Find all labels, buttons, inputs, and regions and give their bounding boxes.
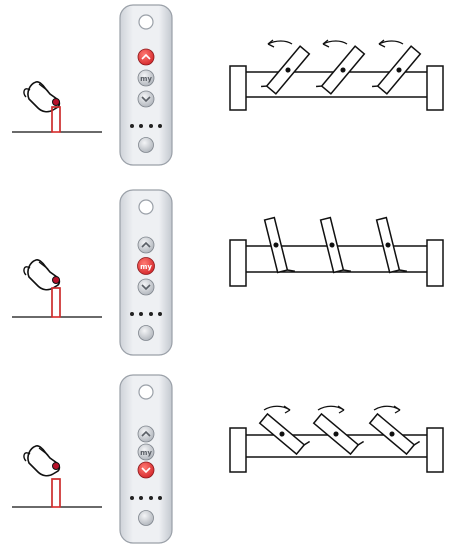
select-button[interactable] [138,510,154,526]
slat [319,216,352,274]
my-label: my [140,75,152,83]
right-post [426,65,444,111]
left-post [229,65,247,111]
fingertip [52,276,60,284]
chevron-up-icon [141,430,151,437]
slat [371,45,422,95]
chevron-up-icon [141,241,151,248]
step-1: my [12,4,444,166]
pointing-hand-icon [23,445,61,477]
lanyard-hole [138,384,154,400]
slat [260,45,311,95]
chevron-down-icon [141,284,151,291]
blind-2 [229,216,444,287]
hand-press-2 [12,259,102,318]
my-button[interactable]: my [137,69,155,87]
step-3: my [12,374,444,544]
slat [315,45,366,95]
left-post [229,239,247,287]
pointing-hand-icon [23,259,61,291]
my-button[interactable]: my [137,257,155,275]
my-label: my [140,449,152,457]
remote-2: my [119,189,173,356]
up-button[interactable] [137,48,155,66]
slat [368,412,421,456]
chevron-down-icon [141,96,151,103]
right-post [426,427,444,473]
curved-arrow-icon [263,405,401,414]
down-button[interactable] [137,461,155,479]
slat [258,412,311,456]
fingertip [52,98,60,106]
up-button[interactable] [137,236,155,254]
my-button[interactable]: my [137,443,155,461]
right-post [426,239,444,287]
select-button[interactable] [138,325,154,341]
slat [312,412,365,456]
channel-dots [130,312,162,316]
down-button[interactable] [137,90,155,108]
select-button[interactable] [138,137,154,153]
slat [375,216,408,274]
step-2: my [12,189,444,356]
chevron-up-icon [141,53,151,60]
left-post [229,427,247,473]
remote-1: my [119,4,173,166]
channel-dots [130,496,162,500]
fingertip [52,462,60,470]
my-label: my [140,263,152,271]
signal-pulse [12,287,102,318]
up-button[interactable] [137,425,155,443]
curved-arrow-icon [267,39,404,48]
lanyard-hole [138,14,154,30]
hand-press-1 [12,81,102,133]
signal-pulse [12,478,102,508]
hand-press-3 [12,445,102,508]
chevron-down-icon [141,467,151,474]
signal-pulse [12,106,102,133]
slat [263,216,296,274]
blind-1 [229,39,444,111]
blind-3 [229,405,444,473]
channel-dots [130,124,162,128]
lanyard-hole [138,199,154,215]
remote-3: my [119,374,173,544]
down-button[interactable] [137,278,155,296]
